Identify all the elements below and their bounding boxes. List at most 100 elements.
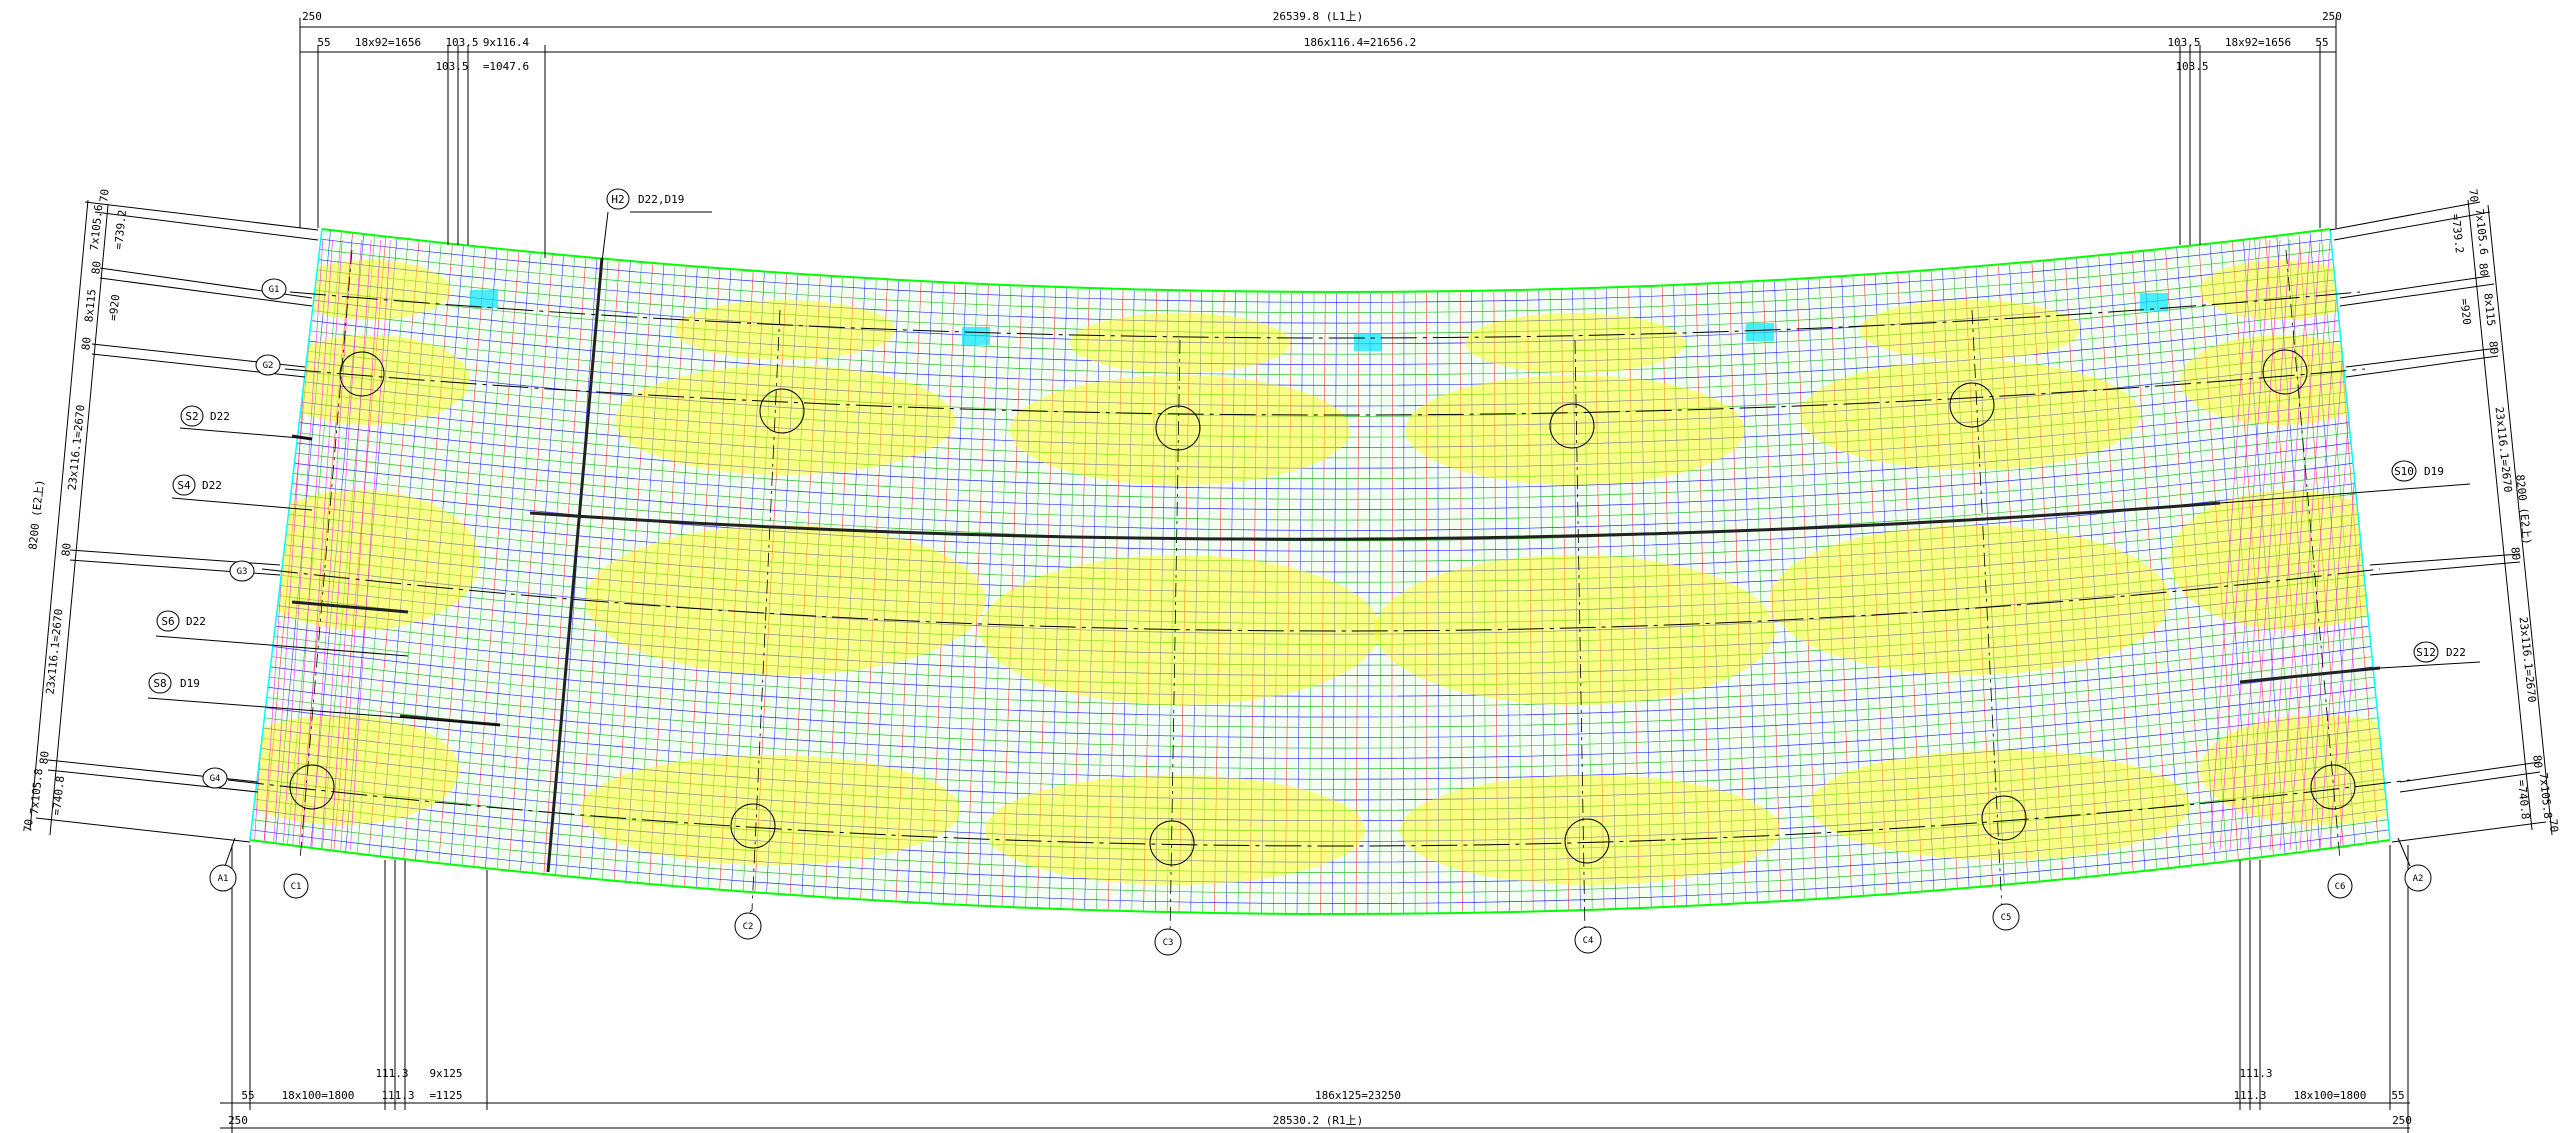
transverse-bar (2017, 229, 2058, 914)
longitudinal-bar (294, 462, 2354, 531)
bar-s10 (529, 501, 2221, 541)
longitudinal-bar (307, 350, 2343, 417)
top-seg-1035-right-b: 103.5 (2175, 60, 2208, 73)
end-zone-bar (2259, 239, 2301, 851)
girder-tag-g2: G2 (255, 354, 281, 376)
left-total: 8200 (E2上) (26, 479, 46, 551)
transverse-bar (1716, 229, 1737, 914)
axis-line-c2 (751, 309, 781, 911)
axis-tag-c6: C6 (2327, 873, 2353, 899)
girder-tag-g2-text: G2 (263, 361, 274, 371)
longitudinal-bar (283, 554, 2363, 625)
transverse-bar (2117, 229, 2165, 914)
bottom-seg-55-left: 55 (241, 1089, 254, 1102)
transverse-bar (1141, 229, 1159, 914)
top-seg-main: 186x116.4=21656.2 (1304, 36, 1417, 49)
axis-tag-c3-circle (1154, 928, 1182, 956)
longitudinal-bar (258, 768, 2384, 842)
longitudinal-bar (301, 401, 2348, 469)
transverse-bar (784, 229, 825, 914)
longitudinal-bar (287, 523, 2360, 593)
right-seg-23x116-a: 23x116.1=2670 (2493, 406, 2515, 493)
hatch-zone (1405, 375, 1745, 485)
girder-line-g4 (227, 779, 2411, 847)
callout-s4-leader (171, 497, 313, 511)
top-dimension-texts: 26539.8 (L1上) 250 250 55 18x92=1656 103.… (302, 10, 2342, 73)
transverse-bar (523, 229, 579, 914)
transverse-bar (1515, 229, 1523, 914)
bottom-end-left: 250 (228, 1114, 248, 1127)
hatch-zone (675, 300, 895, 360)
longitudinal-bar (300, 411, 2349, 479)
top-dimensions (299, 18, 2337, 258)
support-circles (289, 349, 2356, 866)
left-seg-920: =920 (107, 294, 123, 322)
support-circle (1149, 820, 1195, 866)
transverse-bar (2128, 229, 2177, 914)
left-ext-2 (94, 211, 319, 241)
left-seg-7x1056: 7x105.6 (88, 204, 106, 251)
left-ext-10 (47, 769, 259, 793)
transverse-bar (1504, 229, 1511, 914)
bottom-seg-1113-right-b: 111.3 (2233, 1089, 2266, 1102)
bottom-seg-1125: =1125 (429, 1089, 462, 1102)
right-ext-4 (2339, 283, 2495, 307)
transverse-bar (1995, 229, 2034, 914)
transverse-bar (1615, 229, 1630, 914)
transverse-bar (606, 229, 657, 914)
longitudinal-bar (257, 778, 2385, 853)
transverse-bar (1894, 229, 1927, 914)
right-ext-7 (2369, 553, 2521, 566)
transverse-bar (689, 229, 736, 914)
transverse-bar (1459, 229, 1463, 914)
longitudinal-bar (302, 391, 2347, 459)
transverse-bar (749, 229, 791, 914)
axis-line-c5 (1971, 309, 2003, 911)
longitudinal-bar (311, 320, 2340, 386)
end-zone-bar (2219, 239, 2261, 851)
support-circle (1564, 818, 1610, 864)
right-seg-7392: =739.2 (2449, 213, 2466, 254)
transverse-bar (1165, 229, 1182, 914)
callout-s6-leader (155, 635, 409, 657)
transverse-bar (1081, 229, 1104, 914)
end-zone-bar (292, 239, 333, 851)
transverse-bar (1481, 229, 1487, 914)
transverse-bar (1582, 229, 1594, 914)
transverse-bar (642, 229, 691, 914)
end-zone-bar (2229, 239, 2271, 851)
axis-tag-c1-circle (283, 873, 309, 899)
transverse-bar (1448, 229, 1452, 914)
longitudinal-bar (261, 737, 2381, 811)
transverse-bar (677, 229, 724, 914)
axis-tag-c6-circle (2327, 873, 2353, 899)
bar-h2 (546, 257, 604, 873)
right-dimension-texts: 8200 (E2上) 70 7x105.6 =739.2 80 8x115 =9… (2449, 188, 2560, 833)
callout-s12-tag: S12 (2416, 646, 2436, 659)
callout-s2-circle (180, 405, 204, 427)
longitudinal-bar (299, 422, 2350, 490)
bottom-end-right: 250 (2392, 1114, 2412, 1127)
transverse-bar (2095, 229, 2141, 914)
axis-tag-c4-text: C4 (1583, 936, 1594, 946)
girder-tag-g3-circle (229, 560, 255, 582)
axis-tags: A1 C1 C2 C3 C4 C5 C6 A2 (209, 837, 2432, 956)
transverse-bar (927, 229, 959, 914)
longitudinal-bar (315, 279, 2336, 345)
left-dimension-texts: 8200 (E2上) 70 7x105.6 =739.2 80 8x115 =9… (21, 188, 129, 833)
longitudinal-bar (295, 452, 2353, 521)
hatch-zone (290, 260, 450, 320)
hatch-zone (980, 555, 1380, 705)
hatch-zone (2200, 260, 2360, 320)
axis-tag-c6-text: C6 (2335, 882, 2346, 892)
transverse-bar (879, 229, 914, 914)
hatch-zone (585, 525, 985, 675)
transverse-bar (1593, 229, 1606, 914)
bar-s6 (291, 600, 409, 614)
transverse-bar (1070, 229, 1093, 914)
transverse-bar (1470, 229, 1475, 914)
left-top-70: 70 (97, 188, 111, 203)
longitudinal-bar (255, 788, 2386, 863)
transverse-bar (665, 229, 713, 914)
girder-tags: G1 G2 G3 G4 (202, 278, 287, 789)
